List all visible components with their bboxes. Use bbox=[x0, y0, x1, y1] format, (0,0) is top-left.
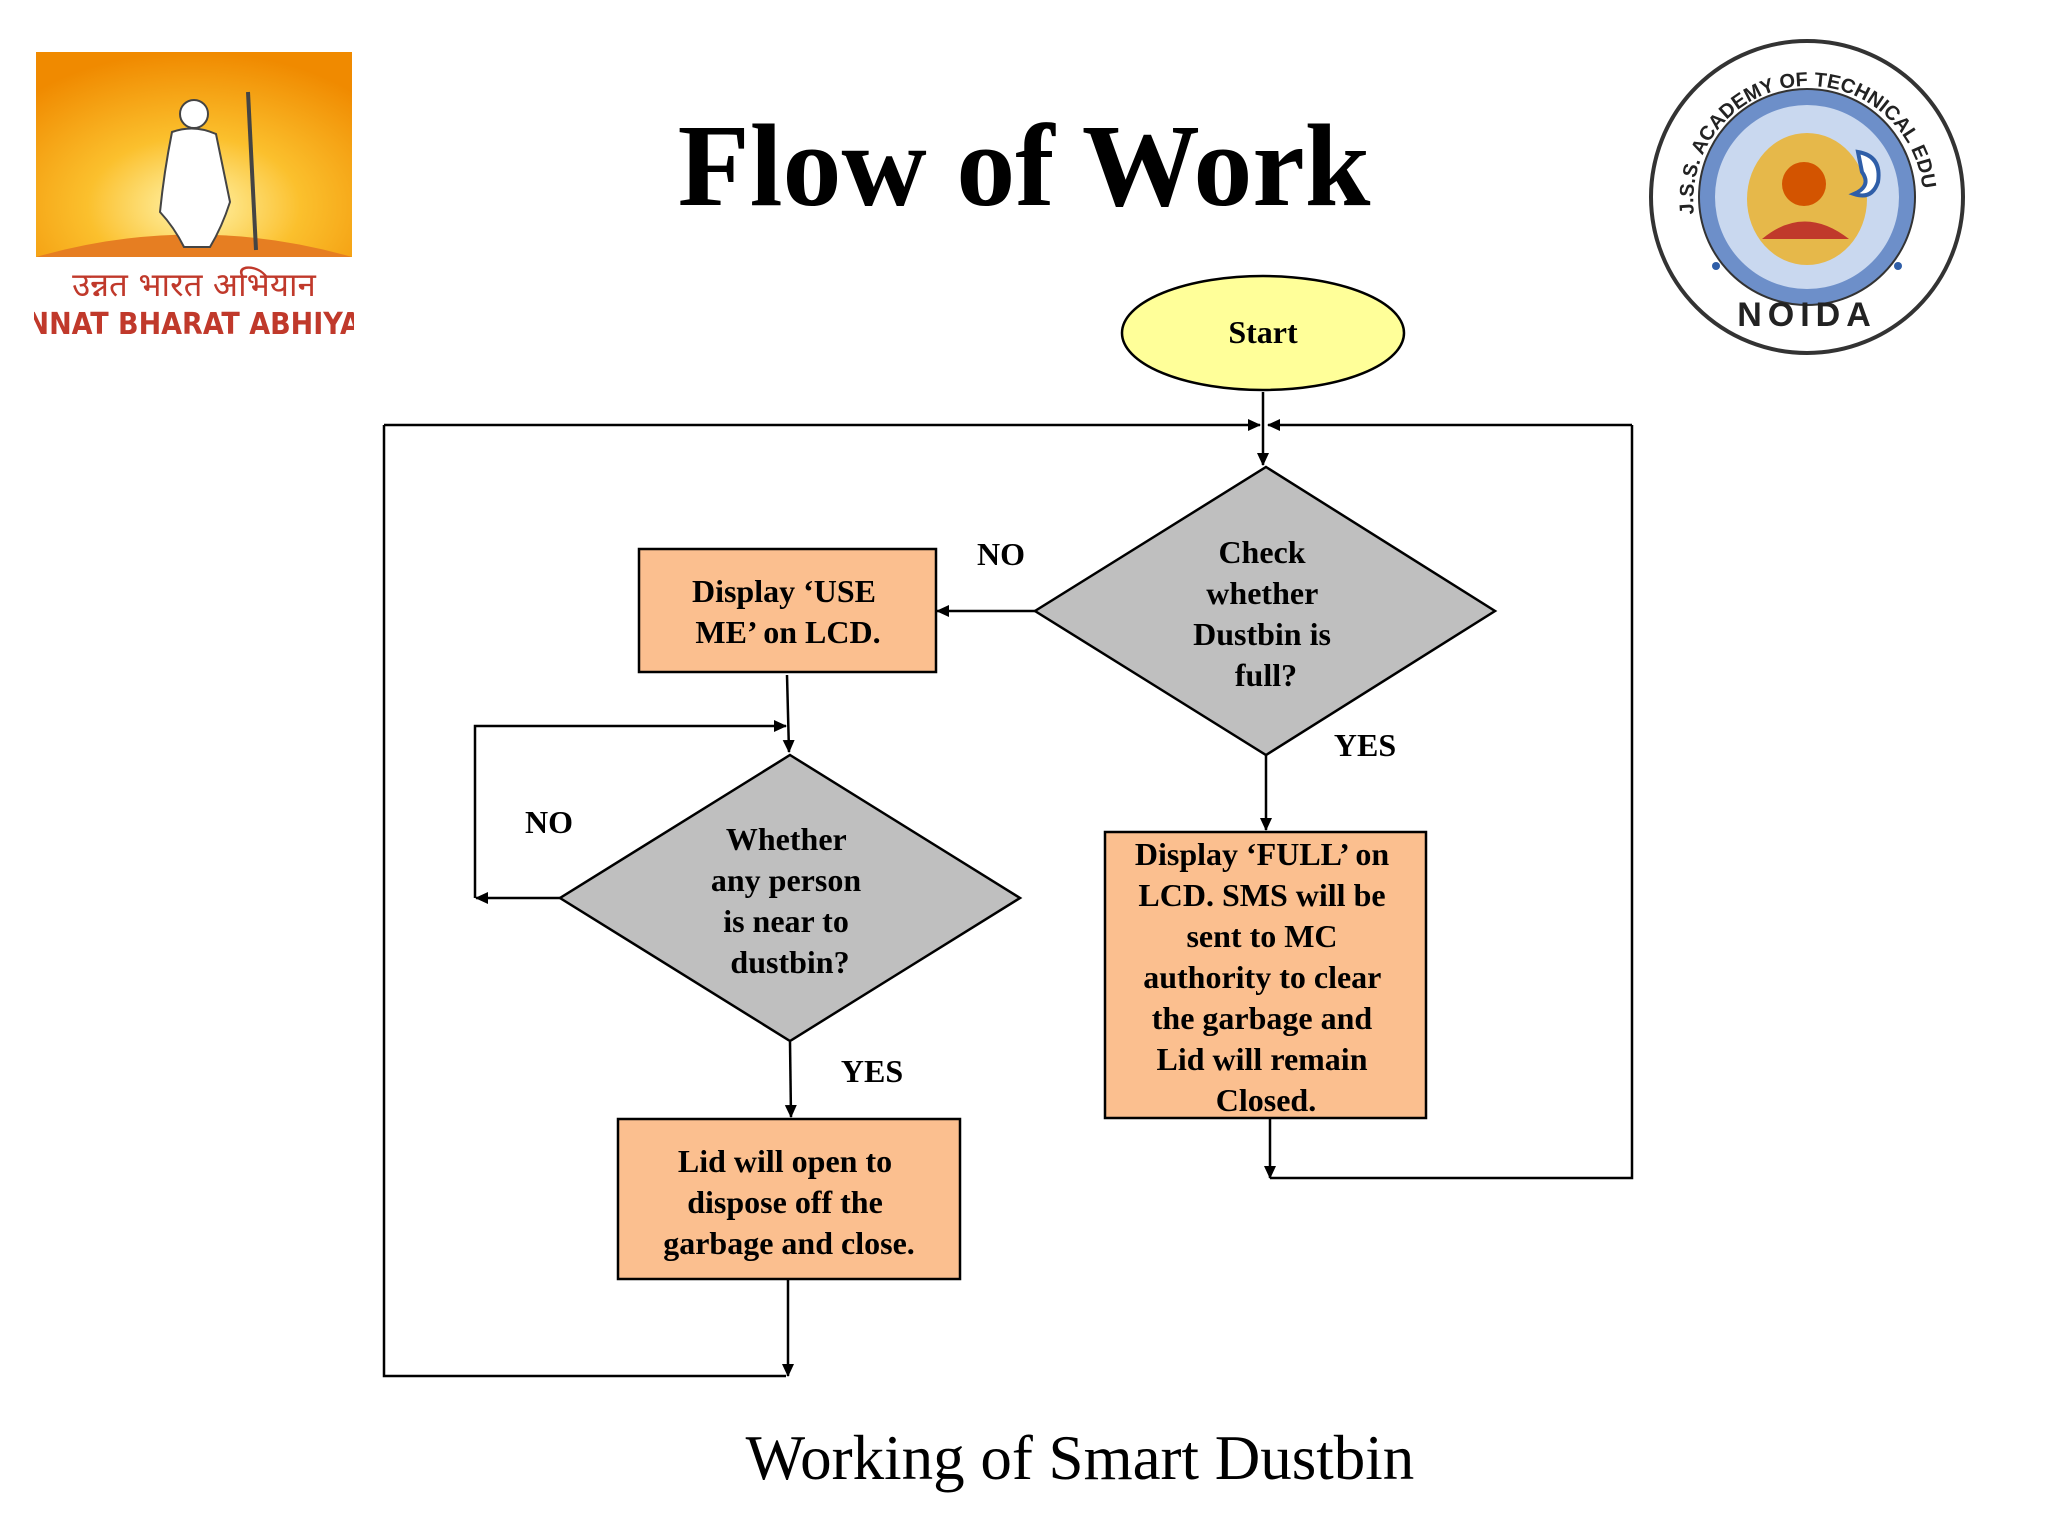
svg-text:UNNAT BHARAT ABHIYAN: UNNAT BHARAT ABHIYAN bbox=[34, 307, 354, 342]
person-yes-label: YES bbox=[841, 1053, 903, 1089]
svg-text:NOIDA: NOIDA bbox=[1737, 296, 1877, 334]
unnat-bharat-abhiyan-logo: उन्नत भारत अभियान UNNAT BHARAT ABHIYAN bbox=[5, 52, 383, 342]
edge-person-yes bbox=[784, 1041, 797, 1118]
person-no-label: NO bbox=[525, 804, 573, 840]
edge-left-outer-loop bbox=[382, 425, 786, 1378]
jss-academy-seal-logo: J.S.S. ACADEMY OF TECHNICAL EDUCATION NO… bbox=[1636, 17, 1970, 360]
display-full-box: Display ‘FULL’ on LCD. SMS will be sent … bbox=[1103, 830, 1428, 1120]
lid-open-label: Lid will open to dispose off the garbage… bbox=[663, 1143, 915, 1261]
start-node: Start bbox=[1120, 274, 1406, 392]
start-label: Start bbox=[1228, 314, 1298, 350]
display-full-label: Display ‘FULL’ on LCD. SMS will be sent … bbox=[1135, 836, 1397, 1118]
svg-text:उन्नत भारत अभियान: उन्नत भारत अभियान bbox=[72, 265, 316, 304]
edge-person-no-loop bbox=[473, 720, 787, 898]
slide-caption: Working of Smart Dustbin bbox=[745, 1423, 1415, 1493]
lid-open-box: Lid will open to dispose off the garbage… bbox=[616, 1117, 962, 1281]
check-full-decision: Check whether Dustbin is full? bbox=[1032, 465, 1498, 757]
edge-right-outer-loop bbox=[1270, 425, 1634, 1180]
connectors bbox=[382, 392, 1634, 1378]
check-full-label: Check whether Dustbin is full? bbox=[1193, 534, 1339, 693]
person-near-label: Whether any person is near to dustbin? bbox=[711, 821, 869, 980]
slide-title: Flow of Work bbox=[677, 100, 1371, 231]
check-yes-label: YES bbox=[1334, 727, 1396, 763]
edge-useme-to-person bbox=[782, 674, 795, 753]
person-near-decision: Whether any person is near to dustbin? bbox=[557, 753, 1023, 1043]
check-no-label: NO bbox=[977, 536, 1025, 572]
display-use-me-label: Display ‘USE ME’ on LCD. bbox=[692, 573, 884, 650]
display-use-me-box: Display ‘USE ME’ on LCD. bbox=[637, 547, 938, 674]
